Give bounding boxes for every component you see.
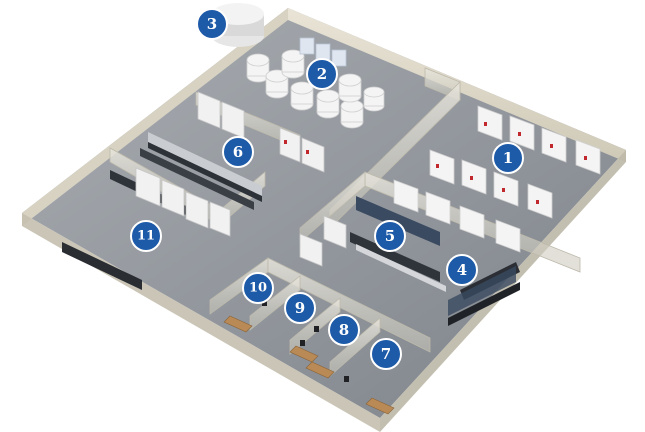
room-6-benches: [140, 91, 325, 210]
room-badge-11-label: 11: [137, 229, 155, 244]
room-badge-10[interactable]: 10: [242, 272, 274, 304]
room-badge-3-label: 3: [207, 15, 217, 33]
room-2-cryo-tanks: [246, 37, 385, 129]
room-badge-6-label: 6: [233, 143, 243, 161]
room-badge-5-label: 5: [385, 227, 395, 245]
room-badge-4[interactable]: 4: [446, 254, 478, 286]
room-badge-5[interactable]: 5: [374, 220, 406, 252]
room-badge-1-label: 1: [503, 149, 513, 167]
room-badge-8-label: 8: [339, 321, 349, 339]
office-desks: [223, 315, 395, 415]
room-1-freezer-indicators: [436, 122, 587, 204]
room-badge-3[interactable]: 3: [196, 8, 228, 40]
room-1-freezers: [393, 105, 601, 253]
room-badge-6[interactable]: 6: [222, 136, 254, 168]
room-badge-9-label: 9: [295, 299, 305, 317]
room-badge-4-label: 4: [457, 261, 467, 279]
room-badge-11[interactable]: 11: [130, 220, 162, 252]
room-badge-7[interactable]: 7: [370, 338, 402, 370]
room-4-bench: [448, 262, 520, 326]
office-chairs: [262, 300, 349, 382]
room-11-benches: [62, 167, 231, 290]
room-badge-9[interactable]: 9: [284, 292, 316, 324]
room-badge-2[interactable]: 2: [306, 58, 338, 90]
room-badge-7-label: 7: [381, 345, 391, 363]
room-5-benches: [299, 196, 446, 292]
room-badge-10-label: 10: [249, 281, 267, 296]
room-badge-2-label: 2: [317, 65, 327, 83]
room-badge-1[interactable]: 1: [492, 142, 524, 174]
room-badge-8[interactable]: 8: [328, 314, 360, 346]
